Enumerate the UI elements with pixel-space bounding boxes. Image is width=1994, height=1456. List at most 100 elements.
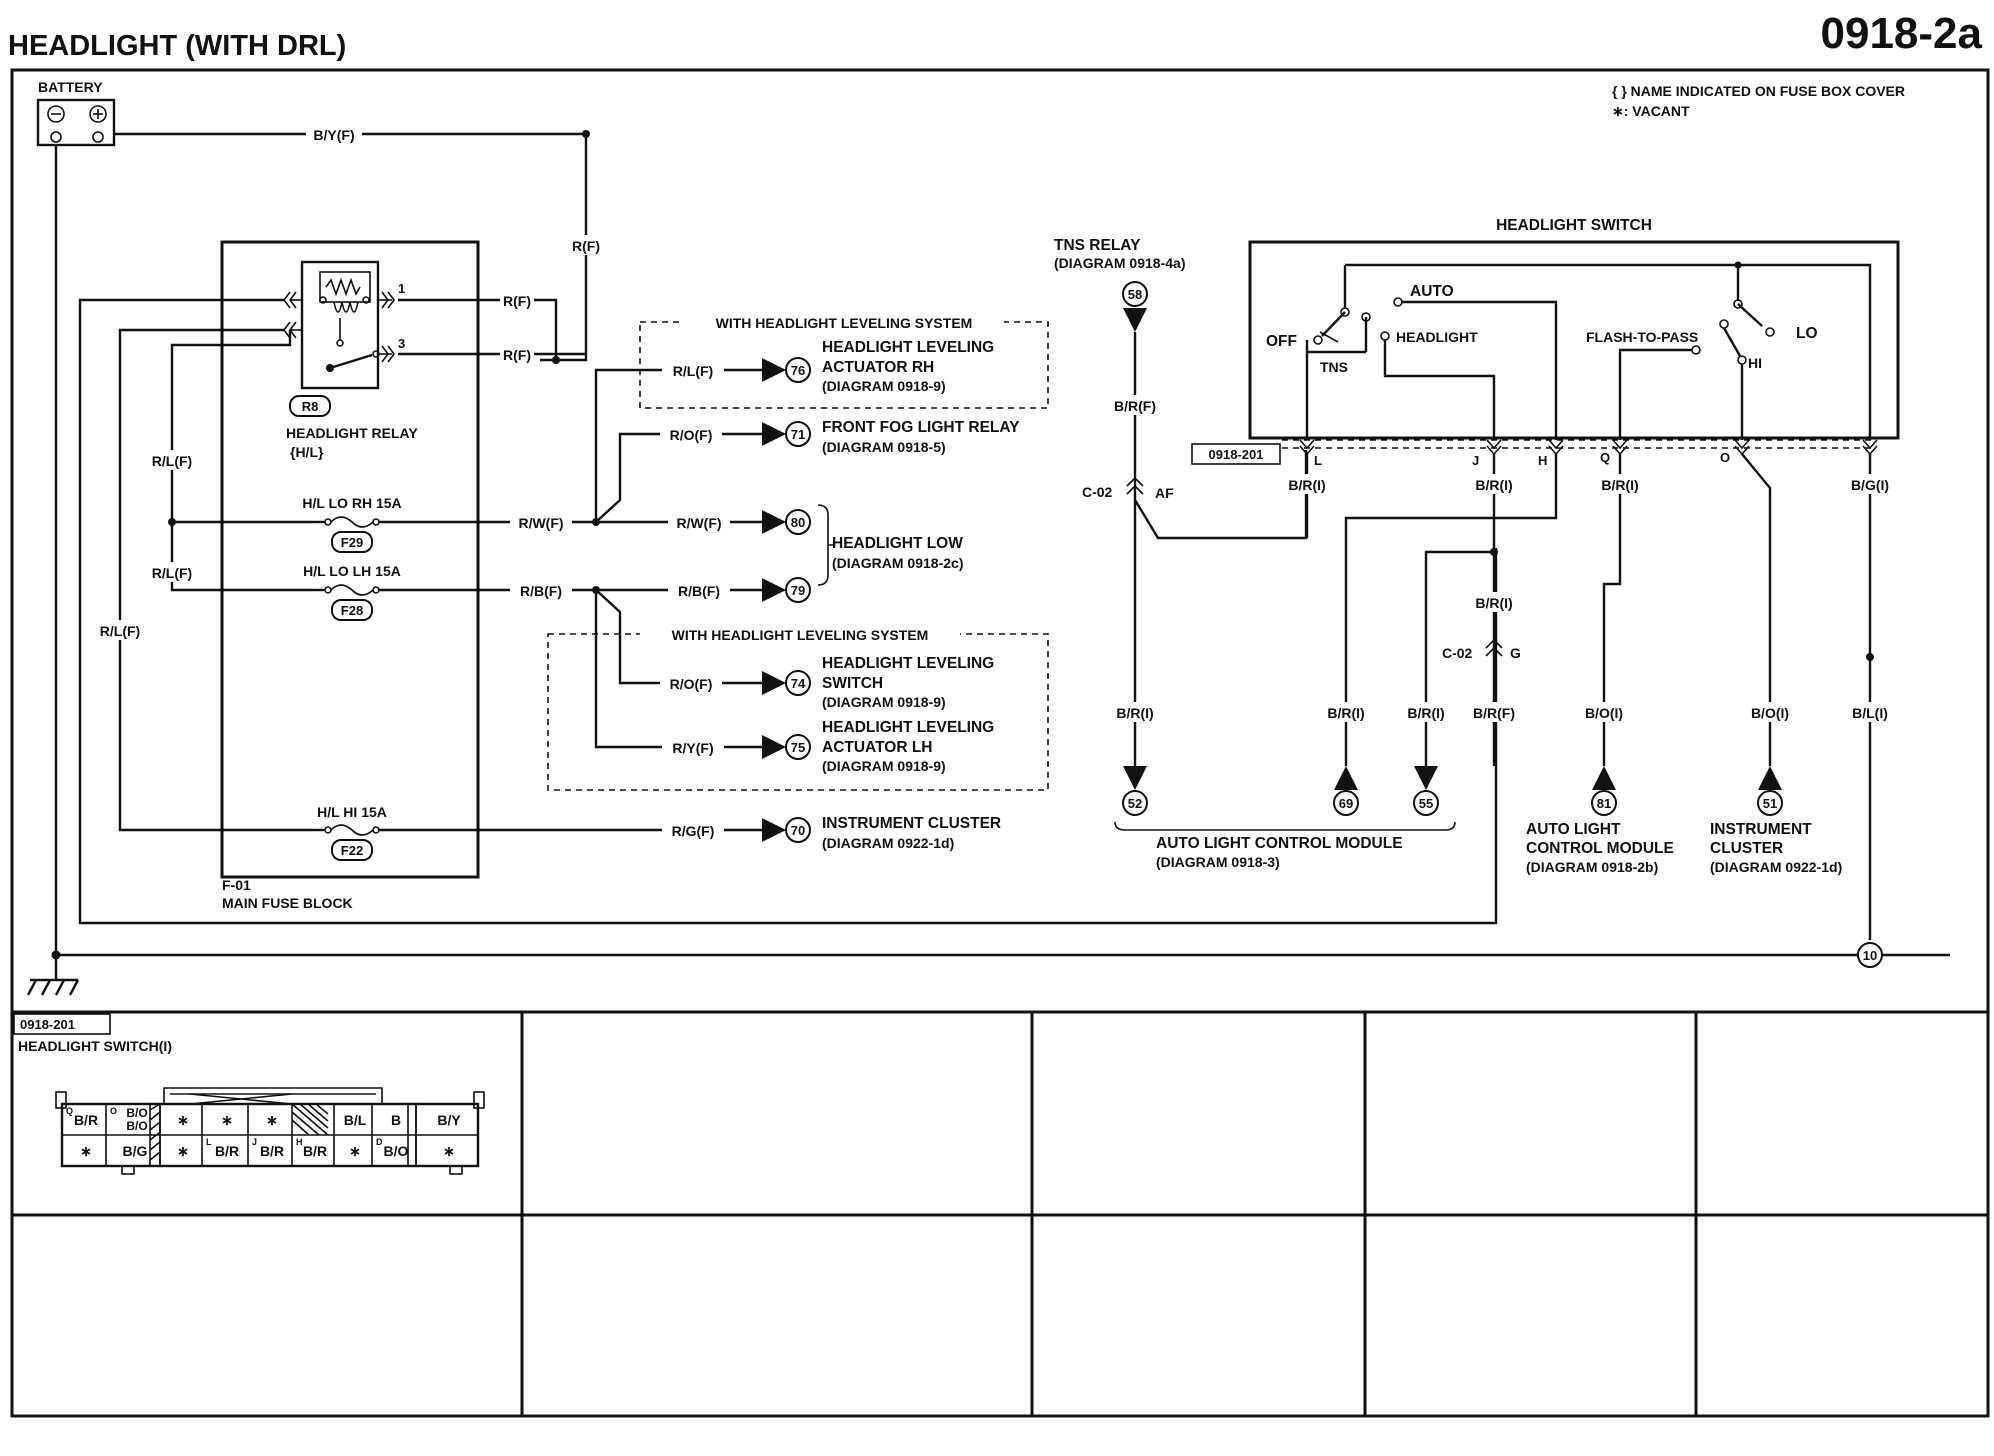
headlight-switch-box [1248, 240, 1900, 440]
fuse-icon: H/L LO RH 15A F29 [302, 495, 402, 553]
connector-cell-label: B/R [215, 1143, 239, 1159]
ground-icon [26, 955, 80, 996]
wire-b-r-q [1602, 454, 1622, 766]
wire-h [1344, 454, 1558, 766]
label-br-f-g: B/R(F) [1473, 705, 1515, 721]
c02-af-code: C-02 [1082, 484, 1113, 500]
svg-text:(DIAGRAM 0918-5): (DIAGRAM 0918-5) [822, 439, 946, 455]
relay-code: R8 [302, 399, 319, 414]
connector-view-title: HEADLIGHT SWITCH(I) [18, 1038, 172, 1054]
svg-text:CLUSTER: CLUSTER [1710, 840, 1783, 857]
fuse-name-f22: H/L HI 15A [317, 804, 387, 820]
connector-chevrons [1485, 638, 1503, 657]
label-ro-sw: R/O(F) [670, 676, 713, 692]
svg-text:(DIAGRAM 0922-1d): (DIAGRAM 0922-1d) [1710, 859, 1842, 875]
connector-chevrons [1299, 439, 1878, 456]
switch-hi-label: HI [1748, 355, 1762, 371]
legend-braces: { } NAME INDICATED ON FUSE BOX COVER [1612, 83, 1905, 99]
arrow-down-icon [1123, 766, 1147, 790]
tns-relay-title: TNS RELAY [1054, 237, 1141, 254]
connector-pin-letter: H [296, 1137, 303, 1147]
ground-num: 10 [1863, 948, 1877, 963]
connector-cell-label: ∗ [177, 1143, 189, 1159]
connector-cell-label: B/G [123, 1143, 148, 1159]
relay-cover: {H/L} [290, 444, 324, 460]
destination-80: 80 [762, 509, 811, 535]
auto-light-module-diagram: (DIAGRAM 0918-3) [1156, 854, 1280, 870]
svg-text:80: 80 [791, 515, 805, 530]
switch-connector-code: 0918-201 [1209, 447, 1264, 462]
connector-cell-label: B [391, 1112, 401, 1128]
label-rw: R/W(F) [518, 515, 563, 531]
svg-text:HEADLIGHT LEVELING: HEADLIGHT LEVELING [822, 655, 994, 672]
connector-face [55, 1087, 485, 1175]
ground-point [1857, 942, 1883, 968]
connector-cell-label: ∗ [349, 1143, 361, 1159]
svg-text:INSTRUMENT CLUSTER: INSTRUMENT CLUSTER [822, 815, 1001, 832]
tns-relay-num: 58 [1128, 287, 1142, 302]
label-br-f-tns: B/R(F) [1114, 398, 1156, 414]
fuse-code-f29: F29 [341, 535, 363, 550]
connector-cell-label: ∗ [177, 1112, 189, 1128]
svg-text:79: 79 [791, 583, 805, 598]
c02-g-pin: G [1510, 645, 1521, 661]
battery-label: BATTERY [38, 79, 103, 95]
switch-pin-l: L [1314, 453, 1322, 468]
label-r3: R(F) [503, 347, 531, 363]
switch-flash-label: FLASH-TO-PASS [1586, 329, 1698, 345]
label-rl2: R/L(F) [152, 565, 192, 581]
label-bo-81: B/O(I) [1585, 705, 1623, 721]
destination-76: 76 HEADLIGHT LEVELING ACTUATOR RH (DIAGR… [762, 339, 994, 394]
svg-text:(DIAGRAM 0922-1d): (DIAGRAM 0922-1d) [822, 835, 954, 851]
svg-text:75: 75 [791, 740, 805, 755]
leveling-group-lh-label: WITH HEADLIGHT LEVELING SYSTEM [672, 627, 929, 643]
tns-relay-circle [1122, 281, 1148, 307]
label-bo-51: B/O(I) [1751, 705, 1789, 721]
switch-headlight-label: HEADLIGHT [1396, 329, 1478, 345]
wire-hi-feed [118, 328, 312, 832]
module-52-num: 52 [1128, 796, 1142, 811]
headlight-relay [290, 260, 392, 390]
legend-vacant: ∗: VACANT [1612, 103, 1690, 119]
leveling-group-lh [547, 633, 1049, 791]
label-br-mid: B/R(I) [1475, 595, 1512, 611]
svg-text:HEADLIGHT LEVELING: HEADLIGHT LEVELING [822, 339, 994, 356]
connector-cell-label: B/O [384, 1143, 409, 1159]
c02-af-pin: AF [1155, 485, 1174, 501]
destination-75: 75 HEADLIGHT LEVELING ACTUATOR LH (DIAGR… [762, 719, 994, 774]
connector-pin-letter: J [252, 1137, 257, 1147]
headlight-switch-title: HEADLIGHT SWITCH [1496, 217, 1652, 234]
label-br-l: B/R(I) [1288, 477, 1325, 493]
destination-70: 70 INSTRUMENT CLUSTER (DIAGRAM 0922-1d) [762, 815, 1001, 851]
label-br-q: B/R(I) [1601, 477, 1638, 493]
module-55: 55 [1413, 766, 1439, 816]
module-69: 69 [1333, 766, 1359, 816]
connector-cell-label: B/Y [437, 1112, 461, 1128]
label-rl3: R/L(F) [100, 623, 140, 639]
svg-text:71: 71 [791, 427, 805, 442]
svg-text:51: 51 [1763, 796, 1777, 811]
connector-view-code: 0918-201 [20, 1017, 75, 1032]
module-81: 81 AUTO LIGHT CONTROL MODULE (DIAGRAM 09… [1526, 766, 1674, 875]
connector-pin-letter: L [206, 1137, 212, 1147]
switch-pin-q: Q [1600, 450, 1610, 465]
svg-text:55: 55 [1419, 796, 1433, 811]
switch-pin-o: O [1720, 450, 1730, 465]
switch-connector-badge [1191, 443, 1281, 465]
wire-r [398, 298, 586, 360]
svg-text:ACTUATOR LH: ACTUATOR LH [822, 739, 933, 756]
headlight-low-brace [817, 504, 834, 586]
auto-light-module-brace [1114, 821, 1456, 831]
module-51: 51 INSTRUMENT CLUSTER (DIAGRAM 0922-1d) [1710, 766, 1842, 875]
label-r1: R(F) [503, 293, 531, 309]
svg-text:70: 70 [791, 823, 805, 838]
page-title: HEADLIGHT (WITH DRL) [8, 30, 346, 62]
destination-71: 71 FRONT FOG LIGHT RELAY (DIAGRAM 0918-5… [762, 419, 1020, 455]
c02-g-code: C-02 [1442, 645, 1473, 661]
connector-pin-letter: Q [66, 1106, 73, 1116]
switch-lo-label: LO [1796, 325, 1818, 342]
label-rb2: R/B(F) [678, 583, 720, 599]
switch-off-label: OFF [1266, 333, 1297, 350]
destination-74: 74 HEADLIGHT LEVELING SWITCH (DIAGRAM 09… [762, 655, 994, 710]
label-br-j: B/R(I) [1475, 477, 1512, 493]
